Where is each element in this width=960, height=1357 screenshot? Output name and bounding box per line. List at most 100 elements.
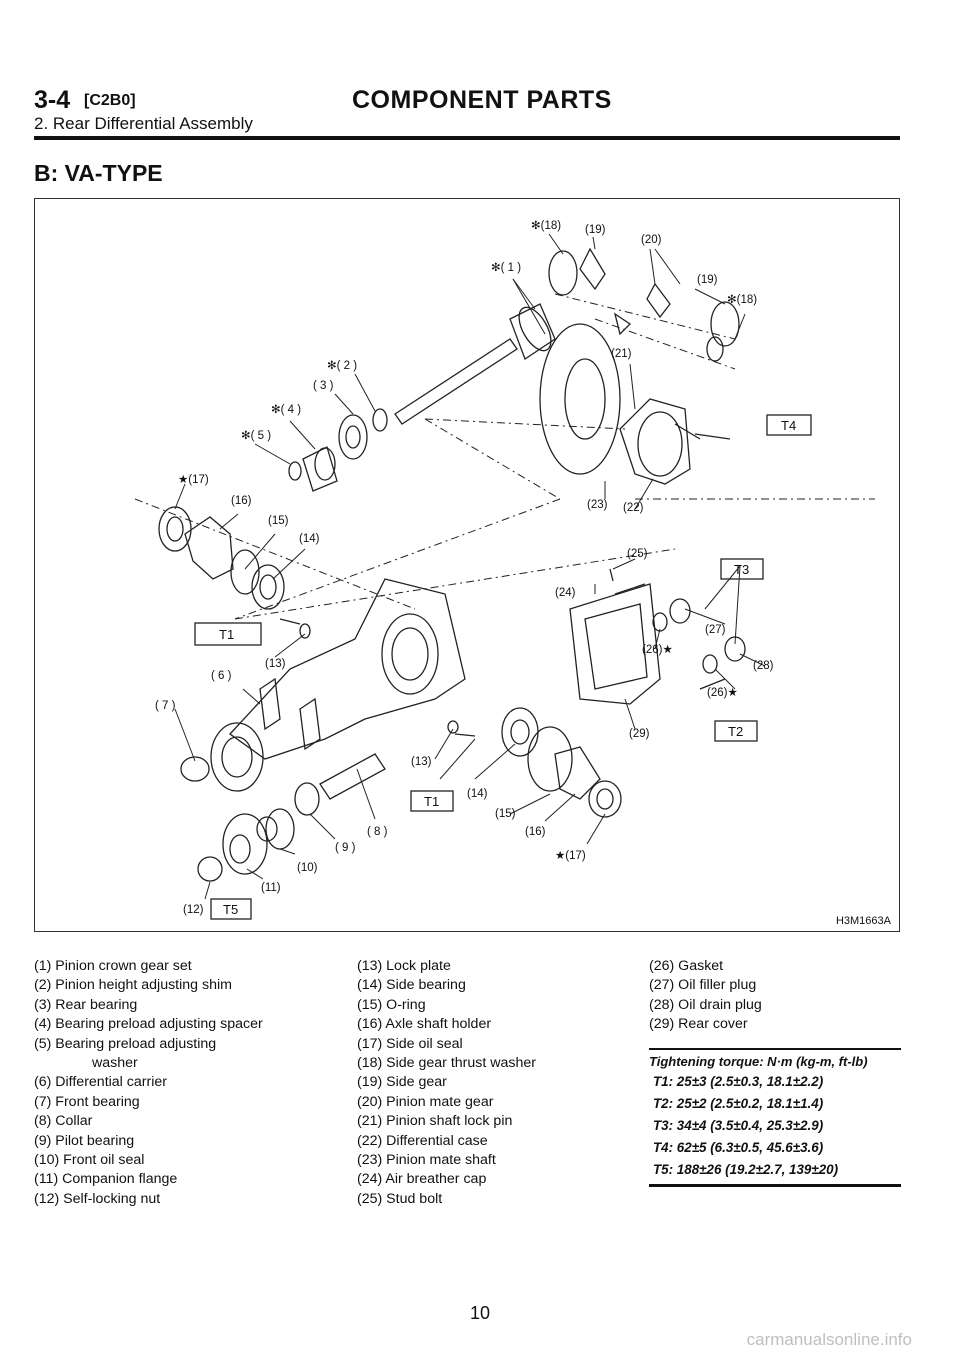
section-code: [C2B0] <box>84 92 136 109</box>
legend-item: (16) Axle shaft holder <box>357 1016 492 1033</box>
page-title: COMPONENT PARTS <box>352 86 612 114</box>
torque-item-t4: T4: 62±5 (6.3±0.5, 45.6±3.6) <box>653 1140 824 1155</box>
torque-box-t2-frame <box>714 720 758 742</box>
section-heading: B: VA-TYPE <box>34 160 163 186</box>
legend-item: (20) Pinion mate gear <box>357 1093 494 1110</box>
torque-box-t2-label: T2 <box>728 724 743 739</box>
figure-id: H3M1663A <box>835 915 891 927</box>
legend-column-1: (1) Pinion crown gear set (2) Pinion hei… <box>34 957 263 1209</box>
callout-22: (22) <box>623 502 644 514</box>
callout-2: ✻( 2 ) <box>327 360 357 372</box>
callout-3: ( 3 ) <box>313 380 334 392</box>
callout-18-lower: ✻(18) <box>727 294 757 306</box>
callout-12: (12) <box>183 904 204 916</box>
legend-item: (11) Companion flange <box>34 1171 178 1188</box>
legend-item: (14) Side bearing <box>357 977 466 994</box>
torque-item-t2: T2: 25±2 (2.5±0.2, 18.1±1.4) <box>653 1096 824 1111</box>
torque-title: Tightening torque: N·m (kg-m, ft-lb) <box>649 1054 868 1069</box>
torque-box-t4-label: T4 <box>781 418 796 433</box>
header-rule <box>34 136 900 140</box>
callout-17-upper: ★(17) <box>178 474 209 486</box>
callout-11: (11) <box>261 882 281 894</box>
legend-item: (3) Rear bearing <box>34 996 138 1013</box>
callout-9: ( 9 ) <box>335 842 356 854</box>
legend-item: (28) Oil drain plug <box>649 996 762 1013</box>
torque-box-t5-label: T5 <box>223 902 238 917</box>
callout-4: ✻( 4 ) <box>271 404 301 416</box>
callout-18-upper: ✻(18) <box>531 220 561 232</box>
callout-15-lower: (15) <box>495 808 516 820</box>
torque-box-t5-frame <box>210 898 252 920</box>
legend-item: (25) Stud bolt <box>357 1190 443 1207</box>
page-subtitle: 2. Rear Differential Assembly <box>34 114 253 133</box>
legend-item: (21) Pinion shaft lock pin <box>357 1113 513 1130</box>
callout-20: (20) <box>641 234 662 246</box>
torque-box-t1-lower-frame <box>410 790 454 812</box>
legend-item: (27) Oil filler plug <box>649 977 757 994</box>
callout-16-upper: (16) <box>231 495 252 507</box>
torque-item-t3: T3: 34±4 (3.5±0.4, 25.3±2.9) <box>653 1118 824 1133</box>
legend-item: (9) Pilot bearing <box>34 1132 135 1149</box>
torque-bottom-rule <box>649 1184 901 1187</box>
legend-item: (7) Front bearing <box>34 1093 140 1110</box>
callout-24: (24) <box>555 587 576 599</box>
callout-17-lower: ★(17) <box>555 850 586 862</box>
legend-item: (4) Bearing preload adjusting spacer <box>34 1016 263 1033</box>
callout-7: ( 7 ) <box>155 700 176 712</box>
legend-item-continuation: washer <box>92 1055 138 1072</box>
legend-item: (26) Gasket <box>649 958 724 974</box>
legend-column-2: (13) Lock plate (14) Side bearing (15) O… <box>357 957 536 1209</box>
callout-19-lower: (19) <box>697 274 718 286</box>
legend-item: (23) Pinion mate shaft <box>357 1152 496 1169</box>
legend-item: (5) Bearing preload adjusting <box>34 1035 217 1052</box>
callout-6: ( 6 ) <box>211 670 232 682</box>
callout-1: ✻( 1 ) <box>491 262 521 274</box>
callout-15-upper: (15) <box>268 515 289 527</box>
legend-item: (13) Lock plate <box>357 958 451 974</box>
torque-spec-box: Tightening torque: N·m (kg-m, ft-lb) T1:… <box>649 1048 901 1187</box>
section-number: 3-4 <box>34 86 71 114</box>
callout-16-lower: (16) <box>525 826 546 838</box>
torque-box-t1-lower-label: T1 <box>424 794 439 809</box>
exploded-diagram: ✻(18) (19) (20) ✻( 1 ) (19) ✻(18) ✻( 2 )… <box>34 198 900 932</box>
torque-box-t1-upper-label: T1 <box>219 627 234 642</box>
legend-item: (17) Side oil seal <box>357 1035 463 1052</box>
callout-27: (27) <box>705 624 726 636</box>
callout-25: (25) <box>627 548 648 560</box>
legend-item: (1) Pinion crown gear set <box>34 958 192 974</box>
legend-item: (18) Side gear thrust washer <box>357 1055 537 1072</box>
torque-box-t4 <box>766 414 812 436</box>
torque-box-t3-frame <box>720 558 764 580</box>
torque-box-t1-upper-frame <box>194 622 262 646</box>
page-number: 10 <box>469 1303 491 1323</box>
watermark: carmanualsonline.info <box>746 1330 912 1349</box>
callout-13-upper: (13) <box>265 658 286 670</box>
callout-23: (23) <box>587 499 608 511</box>
legend-item: (29) Rear cover <box>649 1016 748 1033</box>
callout-14-upper: (14) <box>299 533 320 545</box>
exploded-diagram-drawing: ✻(18) (19) (20) ✻( 1 ) (19) ✻(18) ✻( 2 )… <box>134 220 875 920</box>
torque-item-t1: T1: 25±3 (2.5±0.3, 18.1±2.2) <box>653 1074 824 1089</box>
legend-column-3: (26) Gasket (27) Oil filler plug (28) Oi… <box>649 957 762 1035</box>
callout-26-lower: (26)★ <box>707 687 738 699</box>
callout-14-lower: (14) <box>467 788 488 800</box>
torque-item-t5: T5: 188±26 (19.2±2.7, 139±20) <box>653 1162 839 1177</box>
legend-item: (12) Self-locking nut <box>34 1190 161 1207</box>
callout-5: ✻( 5 ) <box>241 430 271 442</box>
legend-item: (2) Pinion height adjusting shim <box>34 977 232 994</box>
callout-8: ( 8 ) <box>367 826 388 838</box>
callout-13-lower: (13) <box>411 756 432 768</box>
legend-item: (8) Collar <box>34 1113 93 1130</box>
callout-10: (10) <box>297 862 318 874</box>
legend-item: (6) Differential carrier <box>34 1074 167 1091</box>
torque-top-rule <box>649 1048 901 1050</box>
callout-28: (28) <box>753 660 774 672</box>
callout-19-upper: (19) <box>585 224 606 236</box>
legend-item: (15) O-ring <box>357 996 426 1013</box>
legend-item: (24) Air breather cap <box>357 1171 487 1188</box>
torque-box-t3-label: T3 <box>734 562 749 577</box>
callout-29: (29) <box>629 728 650 740</box>
legend-item: (19) Side gear <box>357 1074 447 1091</box>
callout-26-upper: (26)★ <box>642 644 673 656</box>
legend-item: (10) Front oil seal <box>34 1152 145 1169</box>
